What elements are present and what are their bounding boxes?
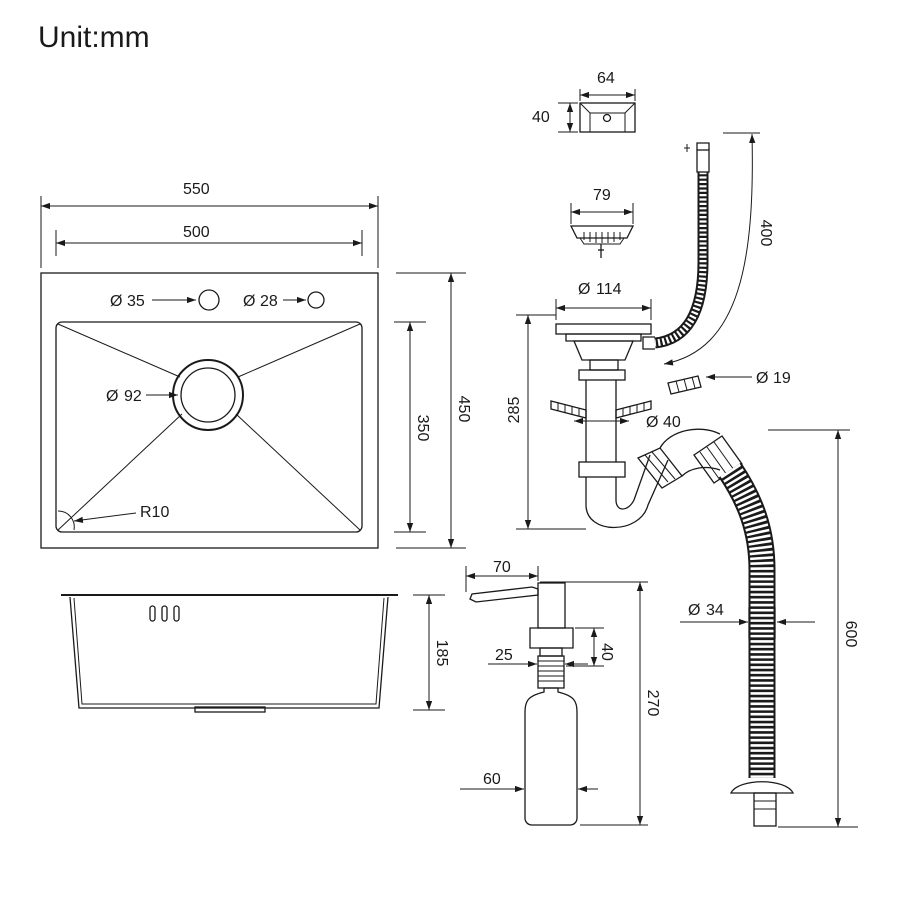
dispenser-bottle [524,687,578,826]
dim-drain-height: 285 [506,397,523,424]
drain-assembly: Ø 114 285 Ø 40 [506,281,721,530]
dim-tail-diameter: 40 [663,414,681,431]
dim-outer-width: 550 [183,181,210,198]
dim-side-height: 185 [433,640,450,667]
sink-bowl [55,321,363,533]
overflow-connector: Ø 19 [667,370,791,395]
dim-total-height: 270 [644,690,661,717]
faucet-hole [198,289,220,311]
dim-drain-diameter: 92 [124,388,142,405]
overflow-hose: 400 [642,132,774,366]
unit-title: Unit:mm [38,21,150,54]
bowl-slope-line [57,413,183,531]
dim-accessory-hole: 28 [260,293,278,310]
corner-radius-arc [57,510,75,531]
dispenser-head [537,582,566,629]
dim-thread-diameter: 25 [495,647,513,664]
dim-bottle-diameter: 60 [483,771,501,788]
dispenser-thread [537,655,565,689]
bowl-slope-line [235,413,361,531]
diameter-symbol: Ø [106,388,118,405]
dim-outlet-length: 600 [842,621,859,648]
dim-spout-reach: 70 [493,559,511,576]
drain-outlet-stub [194,706,266,713]
side-inlet-left [550,400,587,419]
trap-elbow-nut [636,447,683,489]
sink-side-inner [73,597,385,705]
diameter-symbol: Ø [688,602,700,619]
overflow-box: 64 40 [532,70,636,133]
diameter-symbol: Ø [578,281,590,298]
diameter-symbol: Ø [110,293,122,310]
dim-connector-diameter: 19 [773,370,791,387]
dim-overflow-height: 40 [532,109,550,126]
soap-dispenser: 70 40 25 270 60 [460,559,661,826]
top-view-dimensions: 550 500 Ø 35 Ø 28 Ø 92 R10 350 450 [40,181,472,549]
basket-strainer: 79 [569,187,635,258]
drain-hole-outer [172,359,244,431]
dim-bowl-width: 500 [183,224,210,241]
leader-corner-radius [73,512,137,523]
bowl-slope-line [237,323,361,378]
sink-side-view: 185 [61,594,450,713]
dim-flange-diameter: 114 [596,281,622,298]
outlet-hose: Ø 34 600 [680,429,859,828]
side-inlet-right [615,400,652,419]
sink-top-view [40,272,379,549]
dim-collar-height: 40 [598,643,615,661]
dim-outlet-diameter: 34 [706,602,724,619]
diameter-symbol: Ø [646,414,658,431]
accessory-hole [307,291,325,309]
diameter-symbol: Ø [243,293,255,310]
drain-hole-inner [180,367,236,423]
dim-outer-depth: 450 [455,396,472,423]
dim-bowl-depth: 350 [414,415,431,442]
drain-flange [555,323,652,335]
dim-corner-radius: R10 [140,504,169,521]
diameter-symbol: Ø [756,370,768,387]
p-trap-bend [585,459,669,528]
dim-hose-length: 400 [757,220,774,247]
trap-nut [578,461,626,478]
tailpiece-nut [578,369,626,381]
dim-overflow-width: 64 [597,70,615,87]
bowl-slope-line [57,323,181,378]
dim-strainer-width: 79 [593,187,611,204]
sink-side-body [69,596,389,709]
sink-outer-rim [40,272,379,549]
dispenser-spout [469,586,539,603]
dim-line-hose-length [663,133,756,366]
dim-faucet-hole: 35 [127,293,145,310]
floor-flange [729,781,795,794]
faucet-holes-side [149,605,180,622]
